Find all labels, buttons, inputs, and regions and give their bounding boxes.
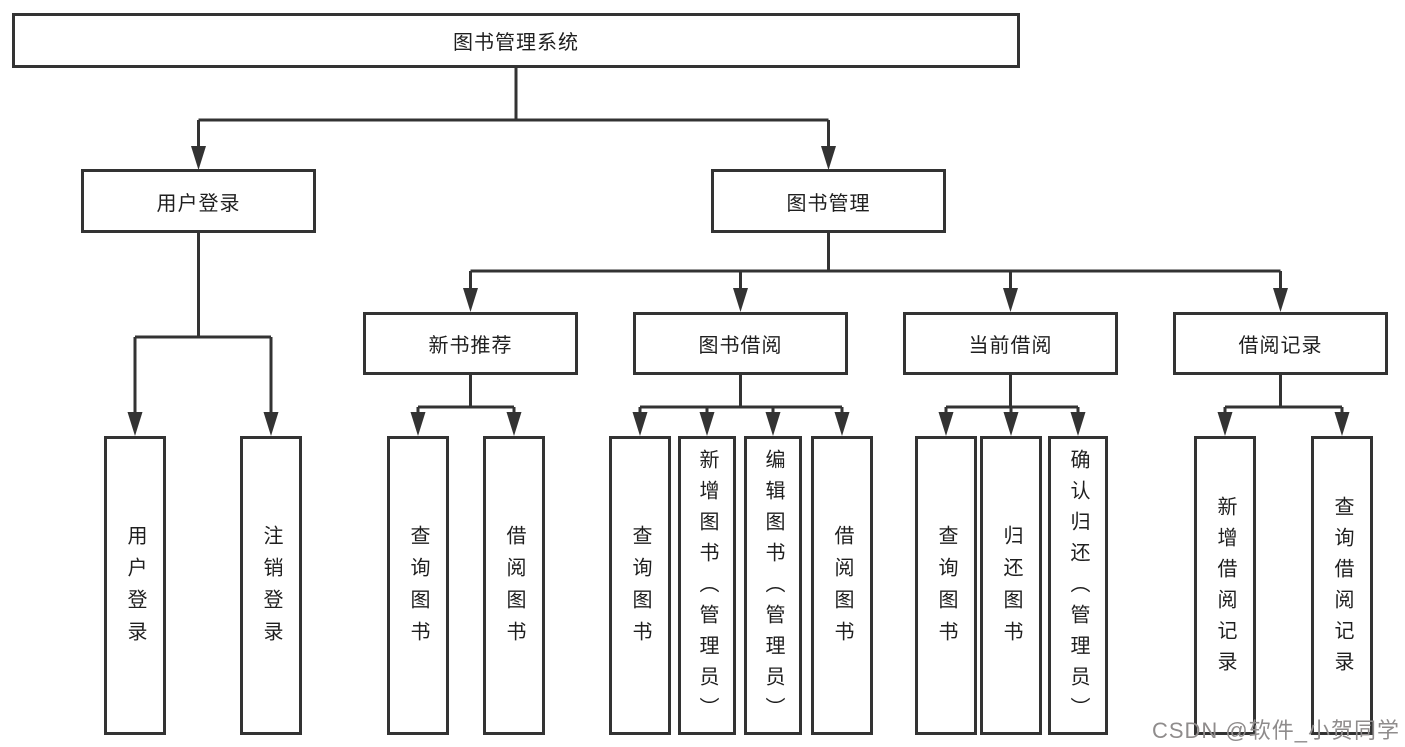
node-library-management-system: 图书管理系统 <box>12 13 1020 68</box>
node-user-login: 用户登录 <box>81 169 316 233</box>
leaf-query-books-recommend: 查询图书 <box>387 436 449 735</box>
leaf-add-books-admin: 新增图书（管理员） <box>678 436 736 735</box>
leaf-user-login: 用户登录 <box>104 436 166 735</box>
leaf-borrow-books-recommend: 借阅图书 <box>483 436 545 735</box>
leaf-borrow-books: 借阅图书 <box>811 436 873 735</box>
node-book-management: 图书管理 <box>711 169 946 233</box>
leaf-logout: 注销登录 <box>240 436 302 735</box>
node-borrowing-records: 借阅记录 <box>1173 312 1388 375</box>
leaf-return-books: 归还图书 <box>980 436 1042 735</box>
leaf-query-books-borrowing: 查询图书 <box>609 436 671 735</box>
csdn-watermark: CSDN @软件_小贺同学 <box>1151 718 1400 743</box>
leaf-confirm-return-admin: 确认归还（管理员） <box>1048 436 1108 735</box>
leaf-query-borrow-record: 查询借阅记录 <box>1311 436 1373 735</box>
leaf-add-borrow-record: 新增借阅记录 <box>1194 436 1256 735</box>
leaf-edit-books-admin: 编辑图书（管理员） <box>744 436 802 735</box>
leaf-query-books-current: 查询图书 <box>915 436 977 735</box>
node-current-borrowing: 当前借阅 <box>903 312 1118 375</box>
node-new-book-recommend: 新书推荐 <box>363 312 578 375</box>
node-book-borrowing: 图书借阅 <box>633 312 848 375</box>
